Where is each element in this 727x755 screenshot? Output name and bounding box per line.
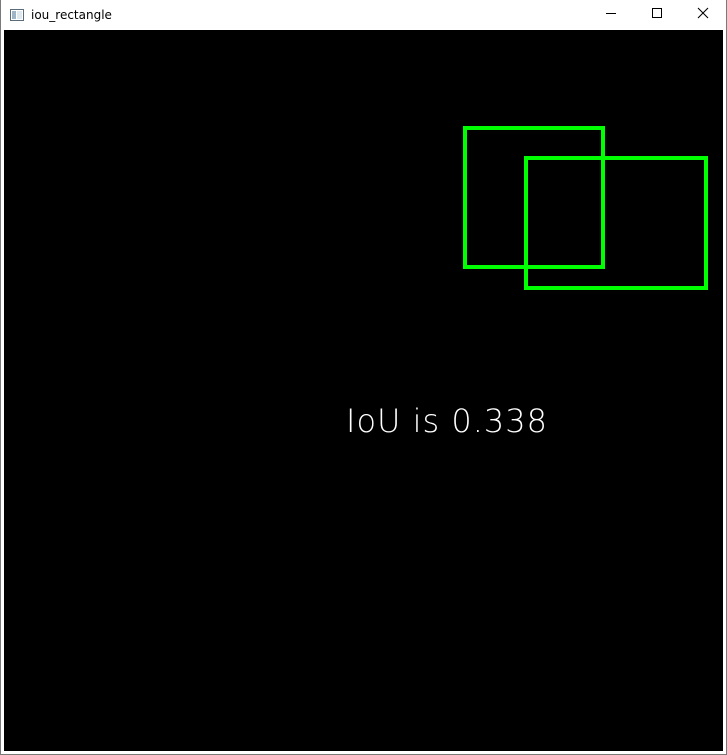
minimize-icon [605,6,617,24]
iou-result-text: IoU is 0.338 [346,402,548,440]
title-bar[interactable]: iou_rectangle [1,0,726,30]
bounding-box-a [463,126,605,269]
close-button[interactable] [680,0,726,30]
maximize-icon [651,6,663,24]
window-title: iou_rectangle [31,8,112,22]
image-canvas: IoU is 0.338 [4,30,723,751]
window-app-icon [10,8,24,21]
minimize-button[interactable] [588,0,634,30]
canvas-drawing: IoU is 0.338 [346,126,708,440]
close-icon [697,6,709,24]
bounding-box-b [524,156,708,290]
maximize-button[interactable] [634,0,680,30]
